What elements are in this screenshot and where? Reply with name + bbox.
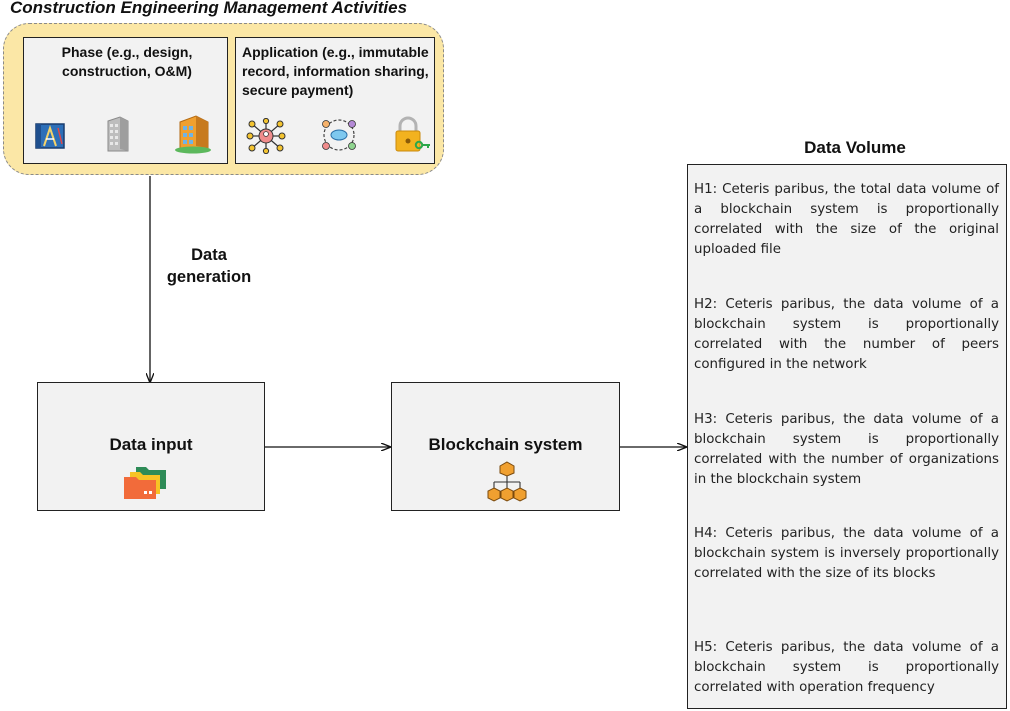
diagram-title: Construction Engineering Management Acti… <box>10 0 408 17</box>
hypothesis-h4: H4: Ceteris paribus, the data volume of … <box>694 526 999 581</box>
phase-panel: Phase (e.g., design, construction, O&M) <box>23 37 228 164</box>
apartment-icon <box>175 115 211 154</box>
blockchain-system-box: Blockchain system <box>391 382 620 511</box>
hypothesis-h3: H3: Ceteris paribus, the data volume of … <box>694 412 999 487</box>
application-panel: Application (e.g., immutable record, inf… <box>235 37 435 164</box>
data-generation-label: Data generation <box>166 246 252 286</box>
hypothesis-h2: H2: Ceteris paribus, the data volume of … <box>694 297 999 372</box>
hypothesis-h1: H1: Ceteris paribus, the total data volu… <box>694 182 999 257</box>
folders-icon <box>124 467 166 499</box>
blockchain-system-label: Blockchain system <box>428 435 583 454</box>
network-icon <box>246 118 286 154</box>
hypothesis-h5: H5: Ceteris paribus, the data volume of … <box>694 640 999 695</box>
data-input-box: Data input <box>37 382 265 511</box>
blueprint-icon <box>35 123 65 149</box>
sharing-icon <box>322 119 356 151</box>
phase-text: Phase (e.g., design, construction, O&M) <box>61 44 193 79</box>
building-icon <box>107 116 129 152</box>
data-input-label: Data input <box>109 435 193 454</box>
data-volume-box <box>687 164 1007 709</box>
block-hierarchy-icon <box>487 461 527 502</box>
padlock-key-icon <box>395 116 430 152</box>
data-volume-title: Data Volume <box>804 138 906 157</box>
application-text: Application (e.g., immutable record, inf… <box>242 44 429 98</box>
